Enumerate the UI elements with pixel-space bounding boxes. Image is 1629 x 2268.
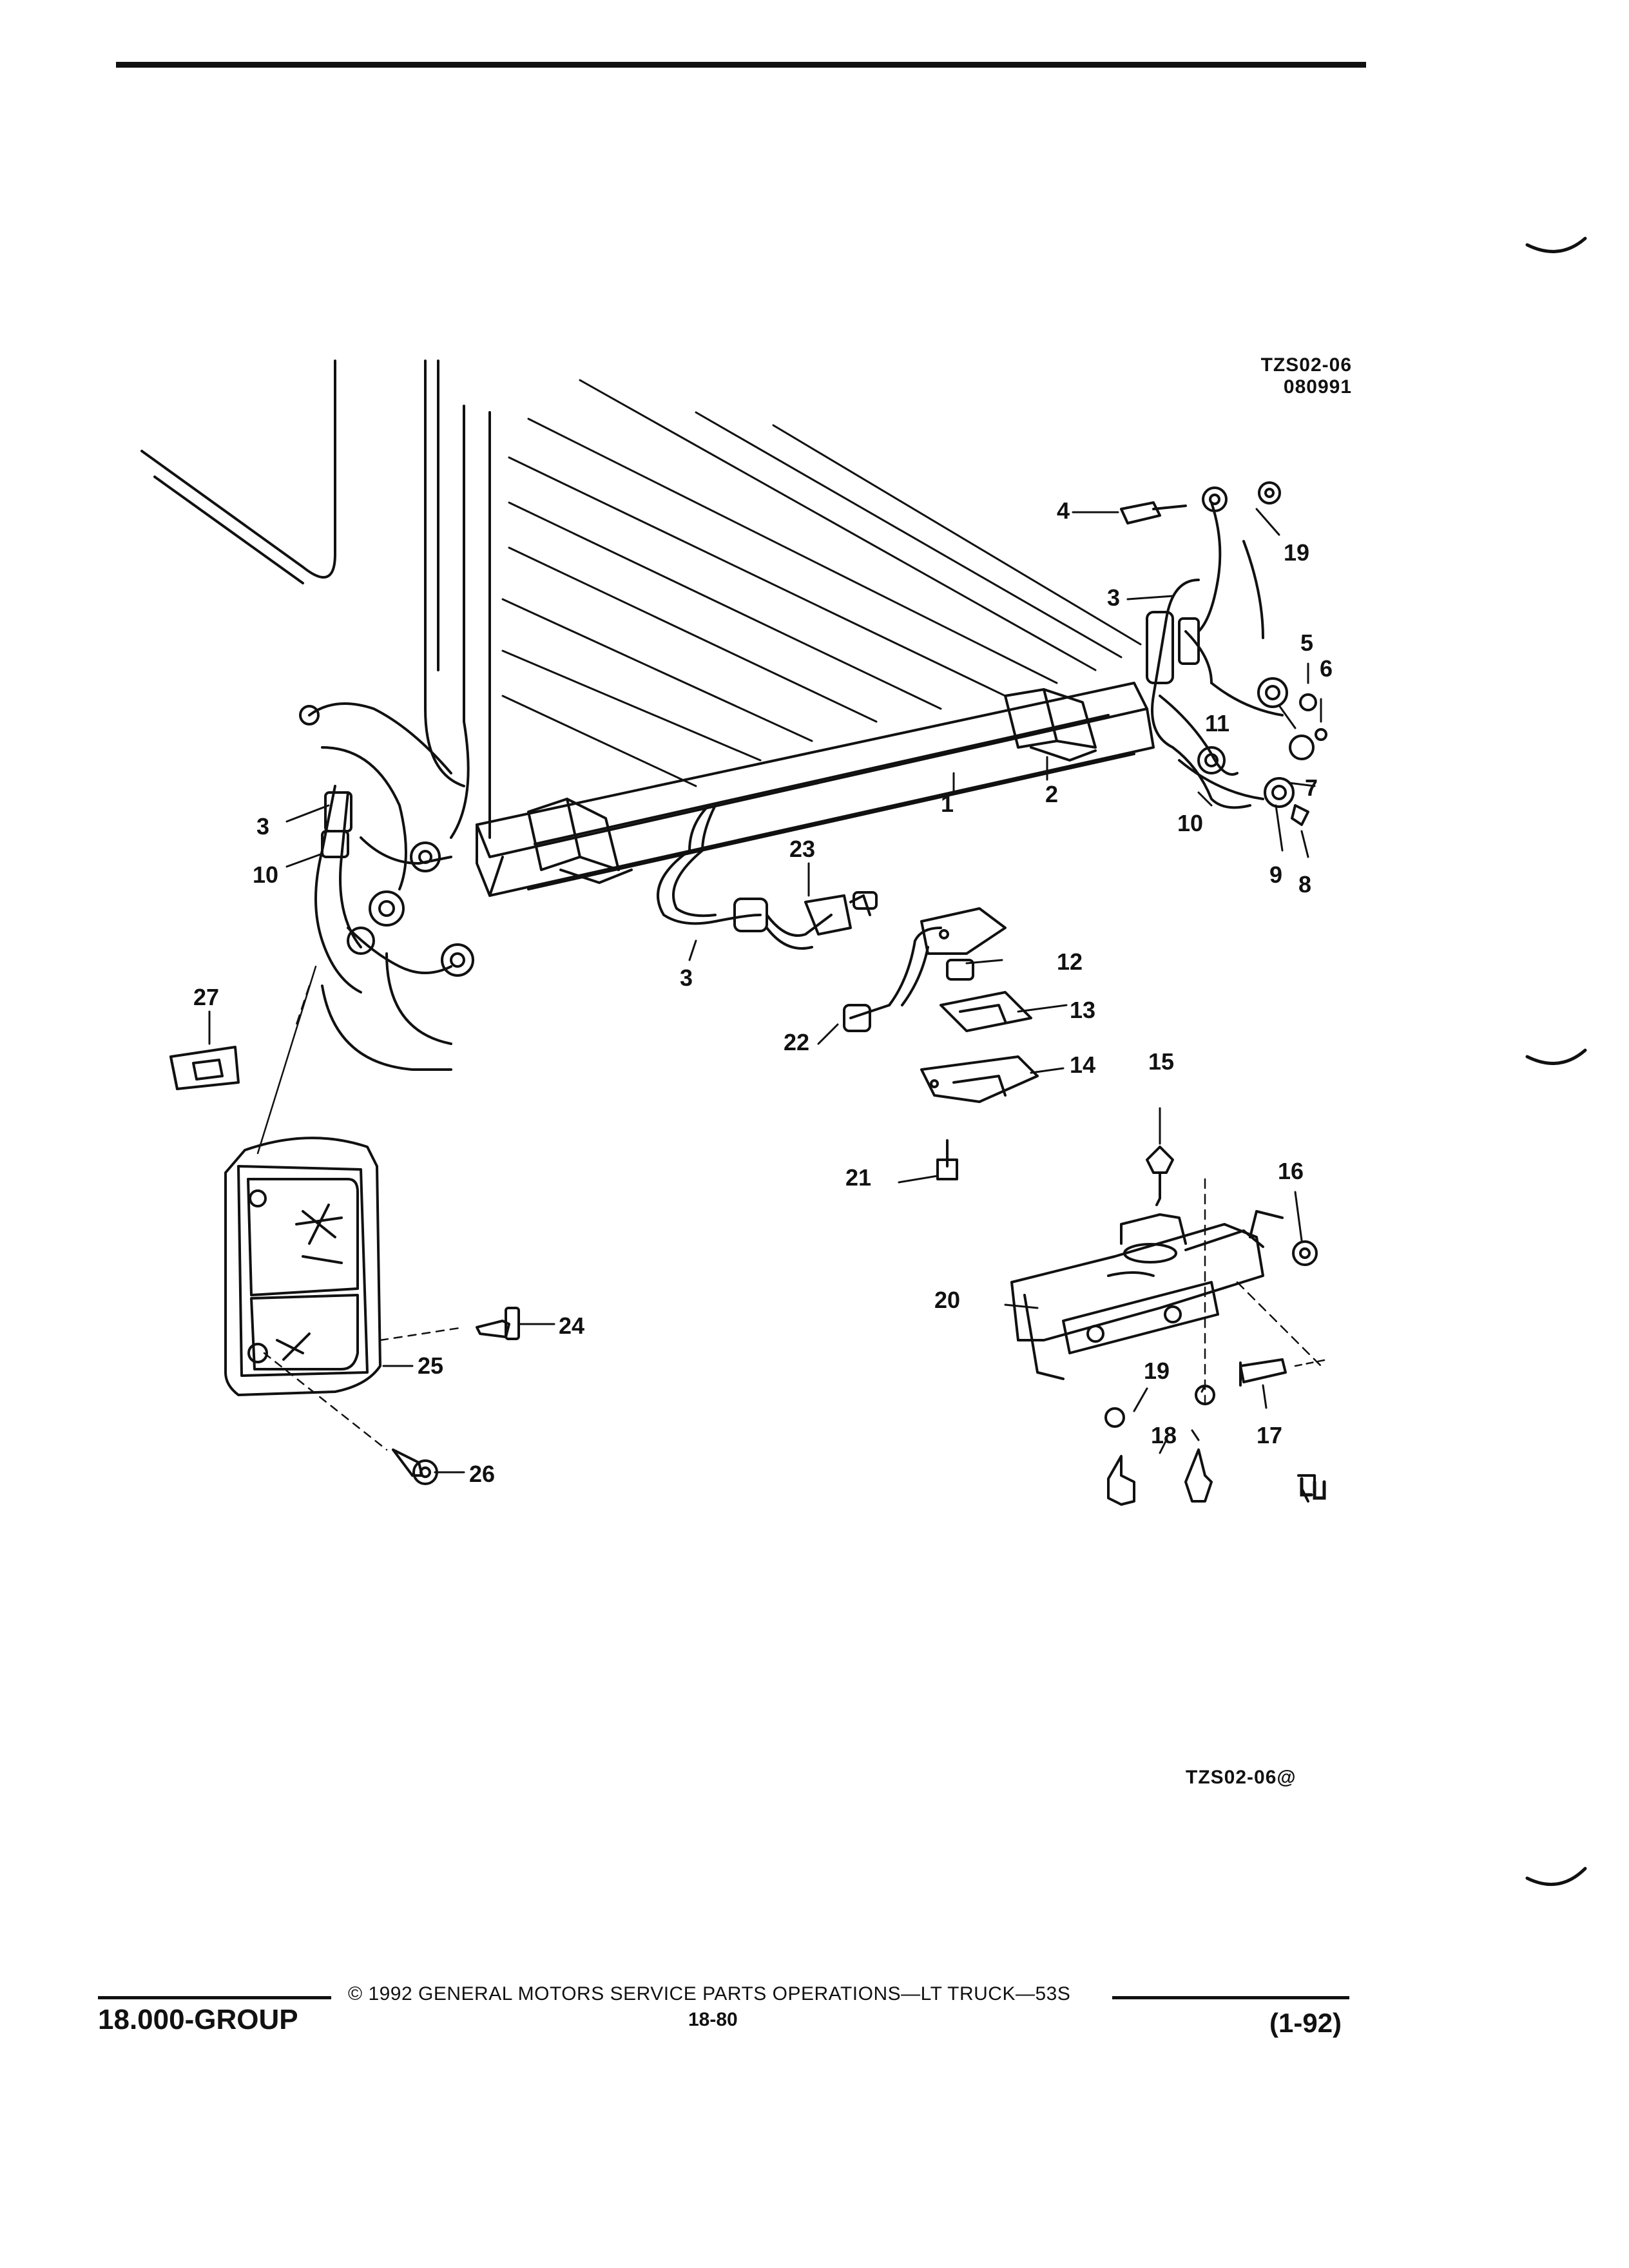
footer-date: (1-92) [1269,2008,1342,2038]
callout-10-left: 10 [253,861,278,888]
callout-1: 1 [941,791,954,817]
harness-rail [476,682,1155,897]
callout-27: 27 [193,984,219,1010]
callout-11: 11 [1205,710,1229,736]
scan-marks [1300,236,1587,1887]
callout-18: 18 [1151,1422,1177,1448]
callout-15: 15 [1148,1048,1174,1075]
harness-clip-right [1004,688,1097,762]
footer-page-number: 18-80 [688,2009,738,2030]
footer-group: 18.000-GROUP [98,2004,298,2035]
callout-25: 25 [418,1352,443,1379]
callout-20: 20 [934,1287,960,1313]
license-lamp-assembly [843,907,1039,1180]
center-pigtail [657,804,878,950]
callout-24: 24 [559,1312,584,1339]
callout-13: 13 [1070,997,1095,1023]
callout-labels: 1 2 3 3 3 4 5 6 7 8 9 10 10 11 12 13 14 … [193,497,1333,1487]
callout-17: 17 [1257,1422,1282,1448]
callout-2: 2 [1045,781,1058,807]
footer-left-rule [98,1996,331,1999]
callout-16: 16 [1278,1158,1304,1184]
callout-10-right: 10 [1177,810,1203,836]
figure-date: 080991 [1283,376,1352,398]
tail-lamp [224,1137,381,1396]
callout-21: 21 [845,1164,871,1191]
figure-code: TZS02-06 [1260,354,1352,376]
lamp-screws [256,965,520,1485]
truck-body-outline [140,360,491,1071]
callout-22: 22 [784,1029,809,1055]
callout-19-bottom: 19 [1144,1358,1170,1384]
right-lamp-sockets [1197,677,1327,826]
leader-lines [208,508,1322,1474]
callout-3-right: 3 [1107,584,1120,611]
callout-9: 9 [1269,861,1282,888]
retainer-clip [169,1046,240,1090]
callout-7: 7 [1305,774,1318,801]
ground-strap [1120,481,1281,639]
callout-12: 12 [1057,948,1083,975]
callout-26: 26 [469,1461,495,1487]
right-harness-wiring [1146,501,1284,809]
bracket-fasteners [1104,1146,1329,1506]
harness-clip-left [527,798,633,884]
callout-19-top: 19 [1284,539,1309,566]
callout-8: 8 [1298,871,1311,898]
callout-5: 5 [1300,629,1313,656]
footer-right-rule [1112,1996,1349,1999]
callout-3-left: 3 [256,813,269,840]
left-harness-wiring [299,702,474,994]
header-rule [116,62,1366,68]
callout-4: 4 [1057,497,1070,524]
tailgate-slats [501,379,1142,787]
callout-23: 23 [789,836,815,862]
callout-3-center: 3 [680,965,693,991]
figure-reference: TZS02-06@ [1186,1767,1296,1788]
callout-14: 14 [1070,1052,1095,1078]
footer-copyright: © 1992 GENERAL MOTORS SERVICE PARTS OPER… [348,1983,1071,2004]
mounting-bracket [1010,1210,1284,1380]
callout-6: 6 [1320,655,1333,682]
